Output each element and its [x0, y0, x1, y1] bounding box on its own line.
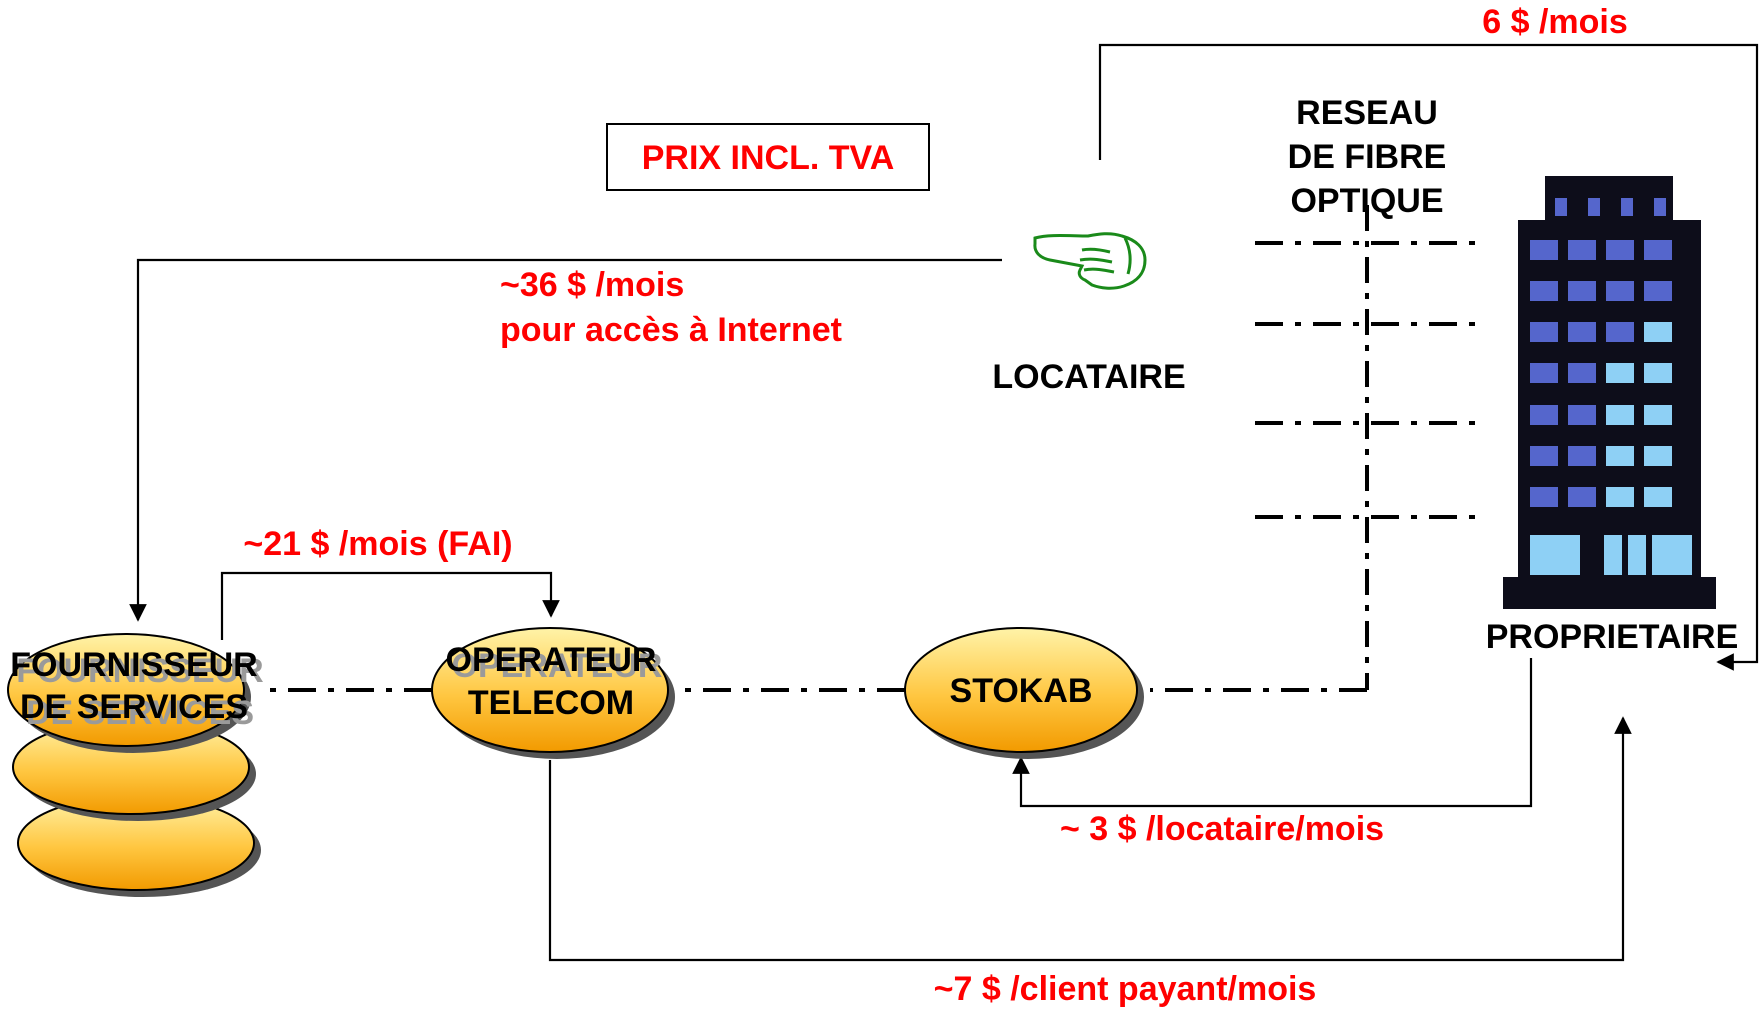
building-window — [1568, 446, 1596, 466]
operateur-label-line1: OPERATEUR — [446, 641, 657, 679]
building-window — [1568, 405, 1596, 425]
fiber-network-lines — [270, 205, 1480, 692]
building-window — [1644, 405, 1672, 425]
building-window — [1644, 281, 1672, 301]
building-lobby-window — [1652, 535, 1692, 575]
svg-text:FOURNISSEUR: FOURNISSEUR — [16, 652, 263, 690]
fiber-network-heading: RESEAU DE FIBRE OPTIQUE — [1288, 94, 1447, 220]
building-window — [1555, 198, 1567, 216]
locataire-label: LOCATAIRE — [992, 358, 1185, 396]
flow-label-operator-owner: ~7 $ /client payant/mois — [934, 970, 1317, 1008]
flow-label-owner-stokab: ~ 3 $ /locataire/mois — [1060, 810, 1384, 848]
building-window — [1644, 446, 1672, 466]
fournisseur-label-line2: DE SERVICES — [20, 688, 248, 726]
building-window — [1530, 405, 1558, 425]
building-window — [1606, 363, 1634, 383]
building-window — [1568, 363, 1596, 383]
building-window — [1568, 240, 1596, 260]
building-lobby-window — [1628, 535, 1646, 575]
svg-text:RESEAU: RESEAU — [1296, 94, 1438, 132]
fournisseur-label-line1: FOURNISSEUR — [10, 646, 257, 684]
svg-text:DE SERVICES: DE SERVICES — [26, 694, 254, 732]
building-window — [1568, 281, 1596, 301]
building-window — [1644, 363, 1672, 383]
building-window — [1606, 405, 1634, 425]
building-window — [1530, 363, 1558, 383]
building-window — [1654, 198, 1666, 216]
building-window — [1530, 322, 1558, 342]
vat-notice: PRIX INCL. TVA — [606, 123, 930, 191]
building-window — [1644, 322, 1672, 342]
vat-notice-text: PRIX INCL. TVA — [642, 139, 895, 177]
office-building-icon — [1503, 176, 1716, 609]
pointing-hand-icon — [1033, 232, 1147, 290]
building-window — [1530, 446, 1558, 466]
node-fournisseur-stack: FOURNISSEUR DE SERVICES FOURNISSEUR DE S… — [7, 633, 264, 897]
building-window — [1606, 240, 1634, 260]
building-window — [1568, 322, 1596, 342]
node-operateur: OPERATEUR OPERATEUR TELECOM — [431, 627, 675, 759]
flow-label-tenant-provider-1: ~36 $ /mois — [500, 266, 684, 304]
building-window — [1644, 487, 1672, 507]
building-window — [1530, 281, 1558, 301]
building-window — [1621, 198, 1633, 216]
building-window — [1530, 240, 1558, 260]
money-flows — [129, 43, 1759, 962]
proprietaire-label: PROPRIETAIRE — [1486, 618, 1739, 656]
building-window — [1606, 446, 1634, 466]
building-window — [1644, 240, 1672, 260]
building-window — [1606, 487, 1634, 507]
building-lobby-window — [1604, 535, 1622, 575]
flow-label-provider-operator: ~21 $ /mois (FAI) — [243, 525, 512, 563]
node-stokab: STOKAB — [904, 627, 1144, 759]
building-window — [1568, 487, 1596, 507]
building-window — [1606, 281, 1634, 301]
building-lobby-window — [1530, 535, 1580, 575]
flow-label-tenant-provider-2: pour accès à Internet — [500, 311, 842, 349]
operateur-label-line2: TELECOM — [468, 684, 634, 722]
building-window — [1588, 198, 1600, 216]
building-window — [1530, 487, 1558, 507]
building-window — [1606, 322, 1634, 342]
svg-text:OPTIQUE: OPTIQUE — [1290, 182, 1443, 220]
flow-label-owner-self: 6 $ /mois — [1482, 3, 1628, 41]
svg-text:OPERATEUR: OPERATEUR — [452, 647, 663, 685]
svg-text:DE FIBRE: DE FIBRE — [1288, 138, 1447, 176]
stokab-label: STOKAB — [950, 672, 1093, 710]
